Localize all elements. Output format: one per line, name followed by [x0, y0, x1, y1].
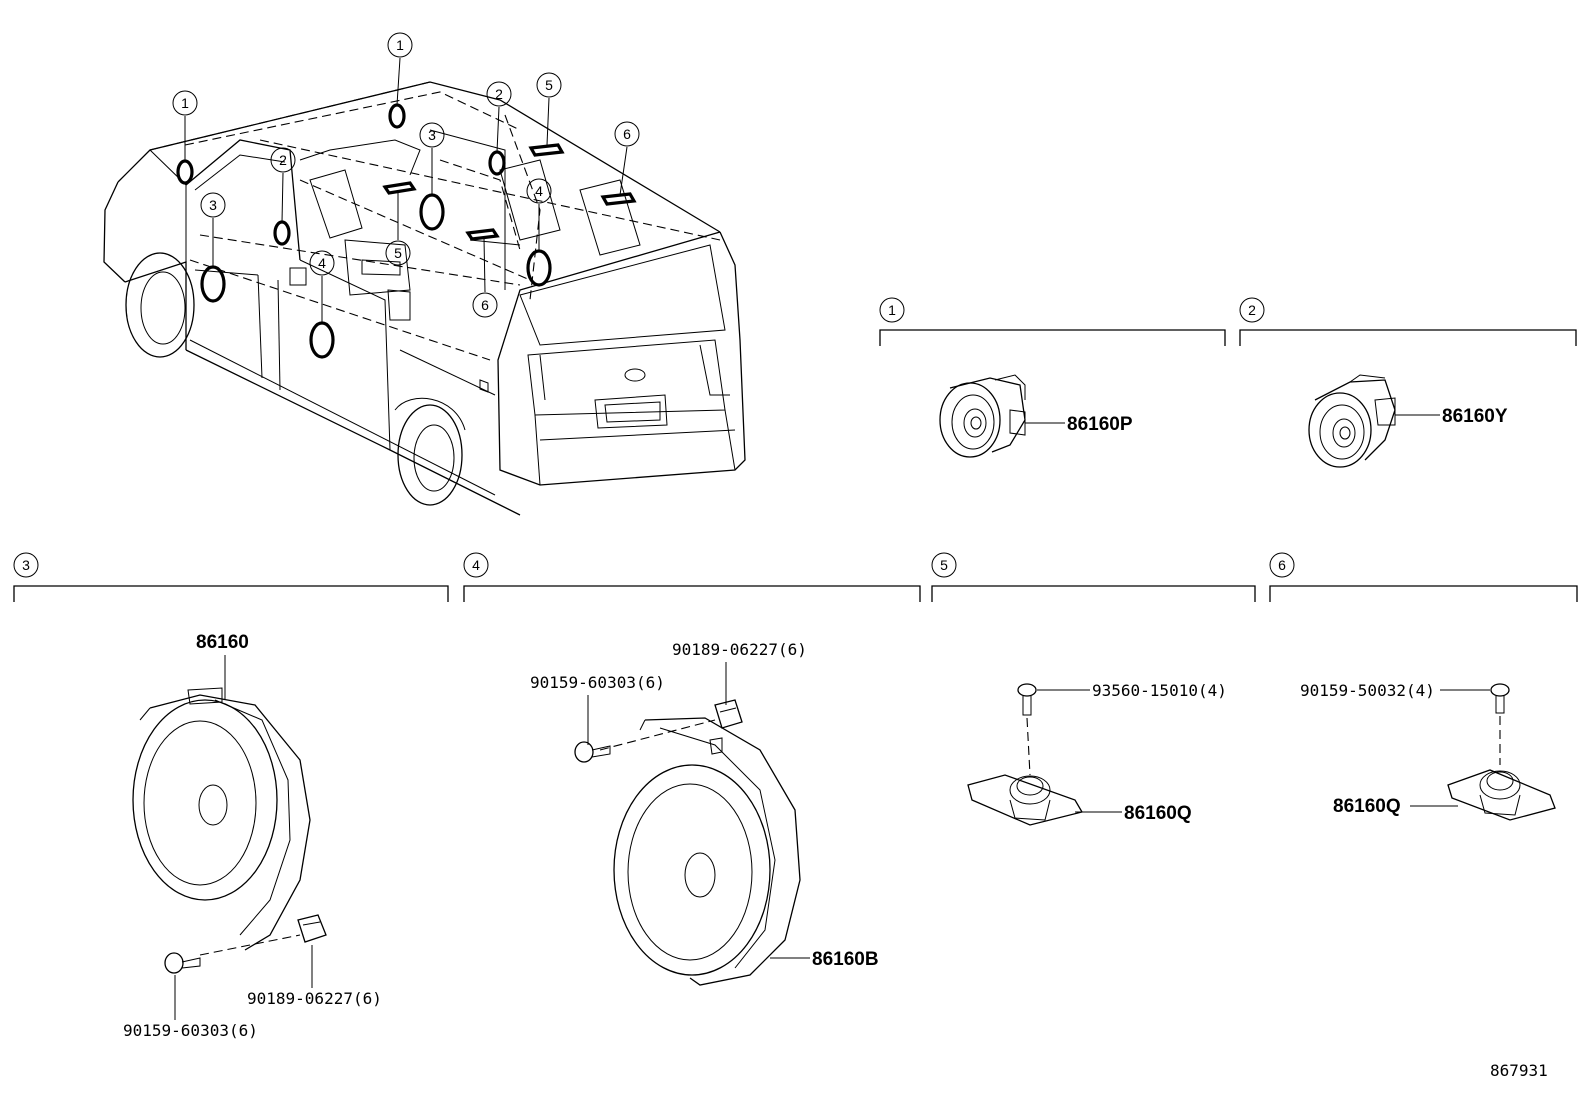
- clip-90189-06227-s3: [297, 914, 327, 943]
- section-3-label: 3: [22, 557, 30, 573]
- tweeter-86160P: [939, 374, 1026, 458]
- callout-2-left: 2: [270, 147, 296, 223]
- svg-text:6: 6: [481, 297, 489, 313]
- part-label-86160: 86160: [196, 632, 249, 653]
- callout-6-top: 6: [614, 121, 640, 196]
- marker-rear-door-left: [309, 321, 335, 359]
- part-label-86160Y: 86160Y: [1442, 406, 1508, 427]
- svg-text:1: 1: [181, 95, 189, 111]
- callout-3-left: 3: [200, 192, 226, 267]
- marker-tweeter-rear-left: [273, 220, 291, 246]
- part-label-90159-60303-s3: 90159-60303(6): [123, 1021, 258, 1040]
- svg-text:4: 4: [318, 255, 326, 271]
- marker-tweeter-front-right: [388, 103, 406, 129]
- callout-4-left: 4: [309, 250, 335, 323]
- part-label-90159-60303-s4: 90159-60303(6): [530, 673, 665, 692]
- section-5-label: 5: [940, 557, 948, 573]
- callout-5-top: 5: [536, 72, 562, 146]
- svg-text:5: 5: [545, 77, 553, 93]
- part-label-86160B: 86160B: [812, 949, 879, 970]
- marker-roof-3: [465, 228, 500, 241]
- marker-roof-1: [382, 181, 417, 195]
- speaker-86160Q-s5: [967, 774, 1083, 826]
- part-label-93560-15010: 93560-15010(4): [1092, 681, 1227, 700]
- van-callouts: 1 1 2 2 3 3 4: [172, 32, 640, 323]
- screw-93560-15010: [1017, 683, 1037, 716]
- part-label-86160Q-s5: 86160Q: [1124, 803, 1192, 824]
- part-label-90189-06227-s4: 90189-06227(6): [672, 640, 807, 659]
- part-label-90159-50032: 90159-50032(4): [1300, 681, 1435, 700]
- callout-3-right: 3: [419, 122, 445, 195]
- screw-90159-60303-s3: [164, 952, 201, 974]
- section-5: 5 93560-15010(4) 86160Q: [931, 552, 1256, 826]
- clip-90189-06227-s4: [714, 699, 743, 729]
- section-1-label: 1: [888, 302, 896, 318]
- tweeter-86160Y: [1308, 374, 1396, 468]
- marker-roof-2: [528, 143, 565, 157]
- screw-90159-50032: [1490, 683, 1510, 714]
- marker-tweeter-rear-right: [488, 150, 506, 176]
- svg-text:1: 1: [396, 37, 404, 53]
- speaker-86160Q-s6: [1447, 769, 1556, 821]
- callout-5-mid: 5: [385, 193, 411, 266]
- section-4-label: 4: [472, 557, 480, 573]
- marker-rear-door-right: [526, 249, 552, 287]
- part-label-90189-06227-s3: 90189-06227(6): [247, 989, 382, 1008]
- svg-text:2: 2: [495, 86, 503, 102]
- callout-4-right: 4: [526, 178, 552, 251]
- speaker-markers: [176, 103, 637, 359]
- marker-roof-4: [600, 192, 637, 206]
- callout-2-right: 2: [486, 81, 512, 153]
- callout-1-right: 1: [387, 32, 413, 106]
- marker-tweeter-front-left: [176, 159, 194, 185]
- speaker-86160B: [613, 717, 801, 986]
- marker-front-door-right: [419, 193, 445, 231]
- part-label-86160P: 86160P: [1067, 414, 1133, 435]
- section-1: 1 86160P: [879, 297, 1226, 458]
- svg-text:4: 4: [535, 183, 543, 199]
- part-label-86160Q-s6: 86160Q: [1333, 796, 1401, 817]
- van-illustration: [103, 81, 746, 516]
- screw-90159-60303-s4: [574, 741, 611, 763]
- section-6-label: 6: [1278, 557, 1286, 573]
- section-4: 4 90189-06227(6) 90159-60303(6) 86160B: [463, 552, 921, 986]
- callout-6-mid: 6: [472, 237, 498, 318]
- svg-text:3: 3: [428, 127, 436, 143]
- marker-front-door-left: [200, 265, 226, 303]
- svg-text:6: 6: [623, 126, 631, 142]
- diagram-number: 867931: [1490, 1061, 1548, 1080]
- section-3: 3 86160 90189-06227(6) 90159-60303(6): [13, 552, 449, 1040]
- callout-1-left: 1: [172, 90, 198, 162]
- svg-text:2: 2: [279, 152, 287, 168]
- svg-text:5: 5: [394, 245, 402, 261]
- section-2-label: 2: [1248, 302, 1256, 318]
- speaker-86160: [132, 687, 311, 951]
- section-2: 2 86160Y: [1239, 297, 1577, 468]
- svg-text:3: 3: [209, 197, 217, 213]
- section-6: 6 90159-50032(4) 86160Q: [1269, 552, 1578, 821]
